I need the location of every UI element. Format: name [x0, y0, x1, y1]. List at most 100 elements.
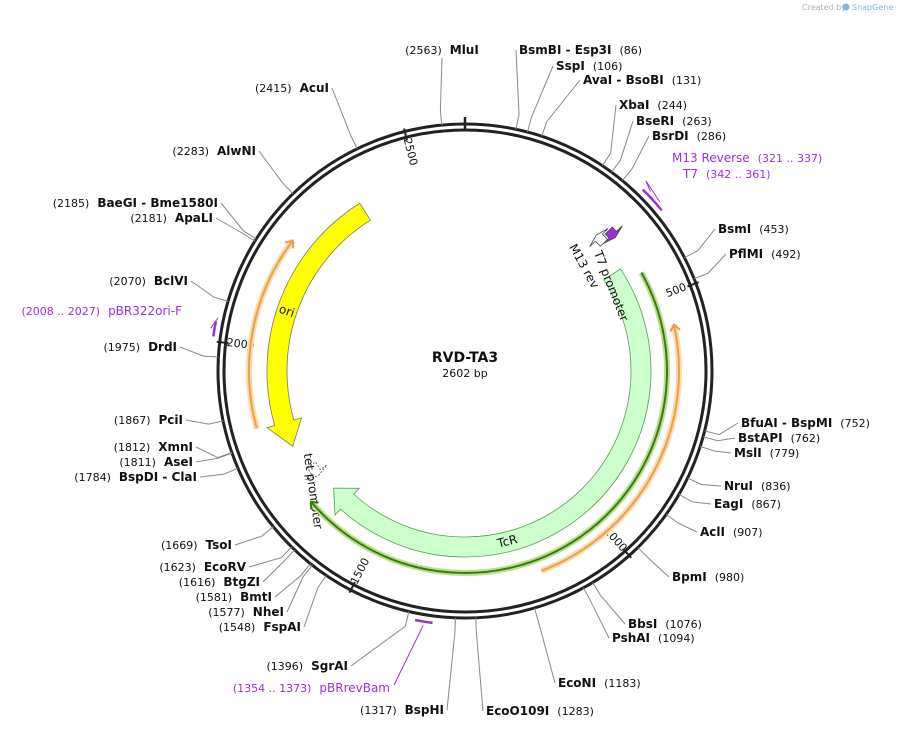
primer-pbrrevbam-label[interactable]: (1354 .. 1373) pBRrevBam	[233, 681, 390, 695]
site-leader-line	[199, 467, 239, 478]
site-name: ApaLI	[175, 211, 213, 225]
site-fspai-label[interactable]: (1548)FspAI	[219, 620, 301, 634]
site-name: BseRI	[636, 114, 674, 128]
ruler-tick	[216, 340, 229, 345]
feature-m13-rev[interactable]	[589, 228, 609, 248]
primer-m13rev-mark[interactable]	[641, 188, 654, 201]
site-leader-line	[475, 617, 484, 712]
site-bbsi-label[interactable]: BbsI(1076)	[628, 617, 702, 631]
site-nrui-label[interactable]: NruI(836)	[724, 479, 791, 493]
site-name: MslI	[734, 446, 762, 460]
site-leader-line	[527, 65, 554, 133]
site-name: MluI	[450, 43, 479, 57]
site-msli-label[interactable]: MslI(779)	[734, 446, 799, 460]
site-bsphi-label[interactable]: (1317)BspHI	[360, 703, 444, 717]
site-sgrai-label[interactable]: (1396)SgrAI	[267, 659, 348, 673]
site-name: AlwNI	[217, 144, 256, 158]
primer-pbrrevbam-mark[interactable]	[414, 618, 433, 625]
site-apali-label[interactable]: (2181)ApaLI	[130, 211, 213, 225]
site-bsrdi-label[interactable]: BsrDI(286)	[652, 129, 726, 143]
site-pshai-label[interactable]: PshAI(1094)	[612, 631, 695, 645]
site-bsmbi-label[interactable]: BsmBI - Esp3I(86)	[519, 43, 642, 57]
primer-pbr322ori-label[interactable]: (2008 .. 2027)pBR322ori-F	[22, 304, 183, 318]
site-leader-line	[185, 419, 224, 425]
site-position: (86)	[619, 44, 642, 57]
site-bseri-label[interactable]: BseRI(263)	[636, 114, 712, 128]
site-name: EagI	[714, 497, 743, 511]
site-nhei-label[interactable]: (1577)NheI	[208, 605, 284, 619]
site-baegi-label[interactable]: (2185)BaeGI - Bme1580I	[53, 196, 218, 210]
orf-arrowhead	[309, 500, 319, 510]
primer-t7-label[interactable]: T7(342 .. 361)	[682, 167, 771, 181]
site-bmti-label[interactable]: (1581)BmtI	[196, 590, 272, 604]
site-ecorv-label[interactable]: (1623)EcoRV	[159, 560, 246, 574]
site-xmni-label[interactable]: (1812)XmnI	[114, 440, 193, 454]
site-bspdi-label[interactable]: (1784)BspDI - ClaI	[74, 470, 197, 484]
site-leader-line	[687, 477, 722, 487]
site-name: BaeGI - Bme1580I	[97, 196, 218, 210]
site-name: XmnI	[158, 440, 193, 454]
site-alwni-label[interactable]: (2283)AlwNI	[172, 144, 256, 158]
site-name: AclI	[700, 525, 725, 539]
site-ecoo109i-label[interactable]: EcoO109I(1283)	[486, 704, 594, 718]
feature-tcr[interactable]	[333, 268, 652, 558]
site-bclvi-label[interactable]: (2070)BclVI	[109, 274, 188, 288]
site-position: (1396)	[267, 660, 304, 673]
site-drdi-label[interactable]: (1975)DrdI	[103, 340, 177, 354]
primer-name: (1354 .. 1373)	[233, 682, 312, 695]
site-leader-line	[621, 135, 650, 181]
site-pcii-label[interactable]: (1867)PciI	[114, 413, 183, 427]
site-eagi-label[interactable]: EagI(867)	[714, 497, 781, 511]
site-leader-line	[611, 120, 634, 173]
site-tsoi-label[interactable]: (1669)TsoI	[161, 538, 232, 552]
primer-m13rev-label[interactable]: M13 Reverse(321 .. 337)	[672, 151, 822, 165]
site-acui-label[interactable]: (2415)AcuI	[255, 81, 329, 95]
site-bsmi-label[interactable]: BsmI(453)	[718, 222, 789, 236]
primer-range: (321 .. 337)	[758, 152, 823, 165]
site-avai-label[interactable]: AvaI - BsoBI(131)	[583, 73, 701, 87]
orf-orf-orange-left[interactable]	[248, 239, 294, 429]
site-name: AseI	[164, 455, 193, 469]
site-name: DrdI	[148, 340, 177, 354]
site-leader-line	[515, 49, 520, 130]
primer-range: pBRrevBam	[319, 681, 390, 695]
primer-leader-line	[645, 180, 661, 203]
site-position: (2415)	[255, 82, 292, 95]
site-position: (907)	[733, 526, 763, 539]
site-sspi-label[interactable]: SspI(106)	[556, 59, 622, 73]
site-btgzi-label[interactable]: (1616) BtgZI	[179, 575, 260, 589]
orfs	[246, 238, 682, 576]
site-bfuai-label[interactable]: BfuAI - BspMI(752)	[741, 416, 870, 430]
site-position: (1283)	[557, 705, 594, 718]
site-mlui-label[interactable]: (2563) MluI	[405, 43, 479, 57]
site-position: (2563)	[405, 44, 442, 57]
orf-orf-orange-right[interactable]	[540, 324, 680, 572]
primer-t7-mark[interactable]	[650, 197, 663, 212]
site-position: (106)	[593, 60, 623, 73]
orf-arrowhead	[284, 239, 295, 249]
site-name: BtgZI	[223, 575, 260, 589]
site-xbai-label[interactable]: XbaI(244)	[619, 98, 687, 112]
site-leader-line	[541, 79, 581, 137]
site-name: BclVI	[154, 274, 188, 288]
site-leader-line	[439, 57, 443, 126]
site-name: PshAI	[612, 631, 650, 645]
site-position: (1784)	[74, 471, 111, 484]
site-leader-line	[684, 228, 716, 259]
site-asei-label[interactable]: (1811)AseI	[119, 455, 193, 469]
feature-t7-promoter[interactable]	[602, 225, 623, 244]
ruler-tick	[622, 548, 632, 559]
site-acli-label[interactable]: AclI (907)	[700, 525, 763, 539]
orf-orf-green[interactable]	[310, 272, 668, 574]
site-bpmi-label[interactable]: BpmI(980)	[672, 570, 744, 584]
site-leader-line	[678, 493, 712, 505]
feature-ori[interactable]	[266, 202, 371, 447]
site-bstapi-label[interactable]: BstAPI(762)	[738, 431, 820, 445]
site-leader-line	[533, 607, 556, 684]
feature-tet-promoter[interactable]	[305, 461, 328, 480]
site-position: (1616)	[179, 576, 216, 589]
site-position: (1623)	[159, 561, 196, 574]
site-econi-label[interactable]: EcoNI(1183)	[558, 676, 641, 690]
site-pflmi-label[interactable]: PflMI(492)	[729, 247, 801, 261]
